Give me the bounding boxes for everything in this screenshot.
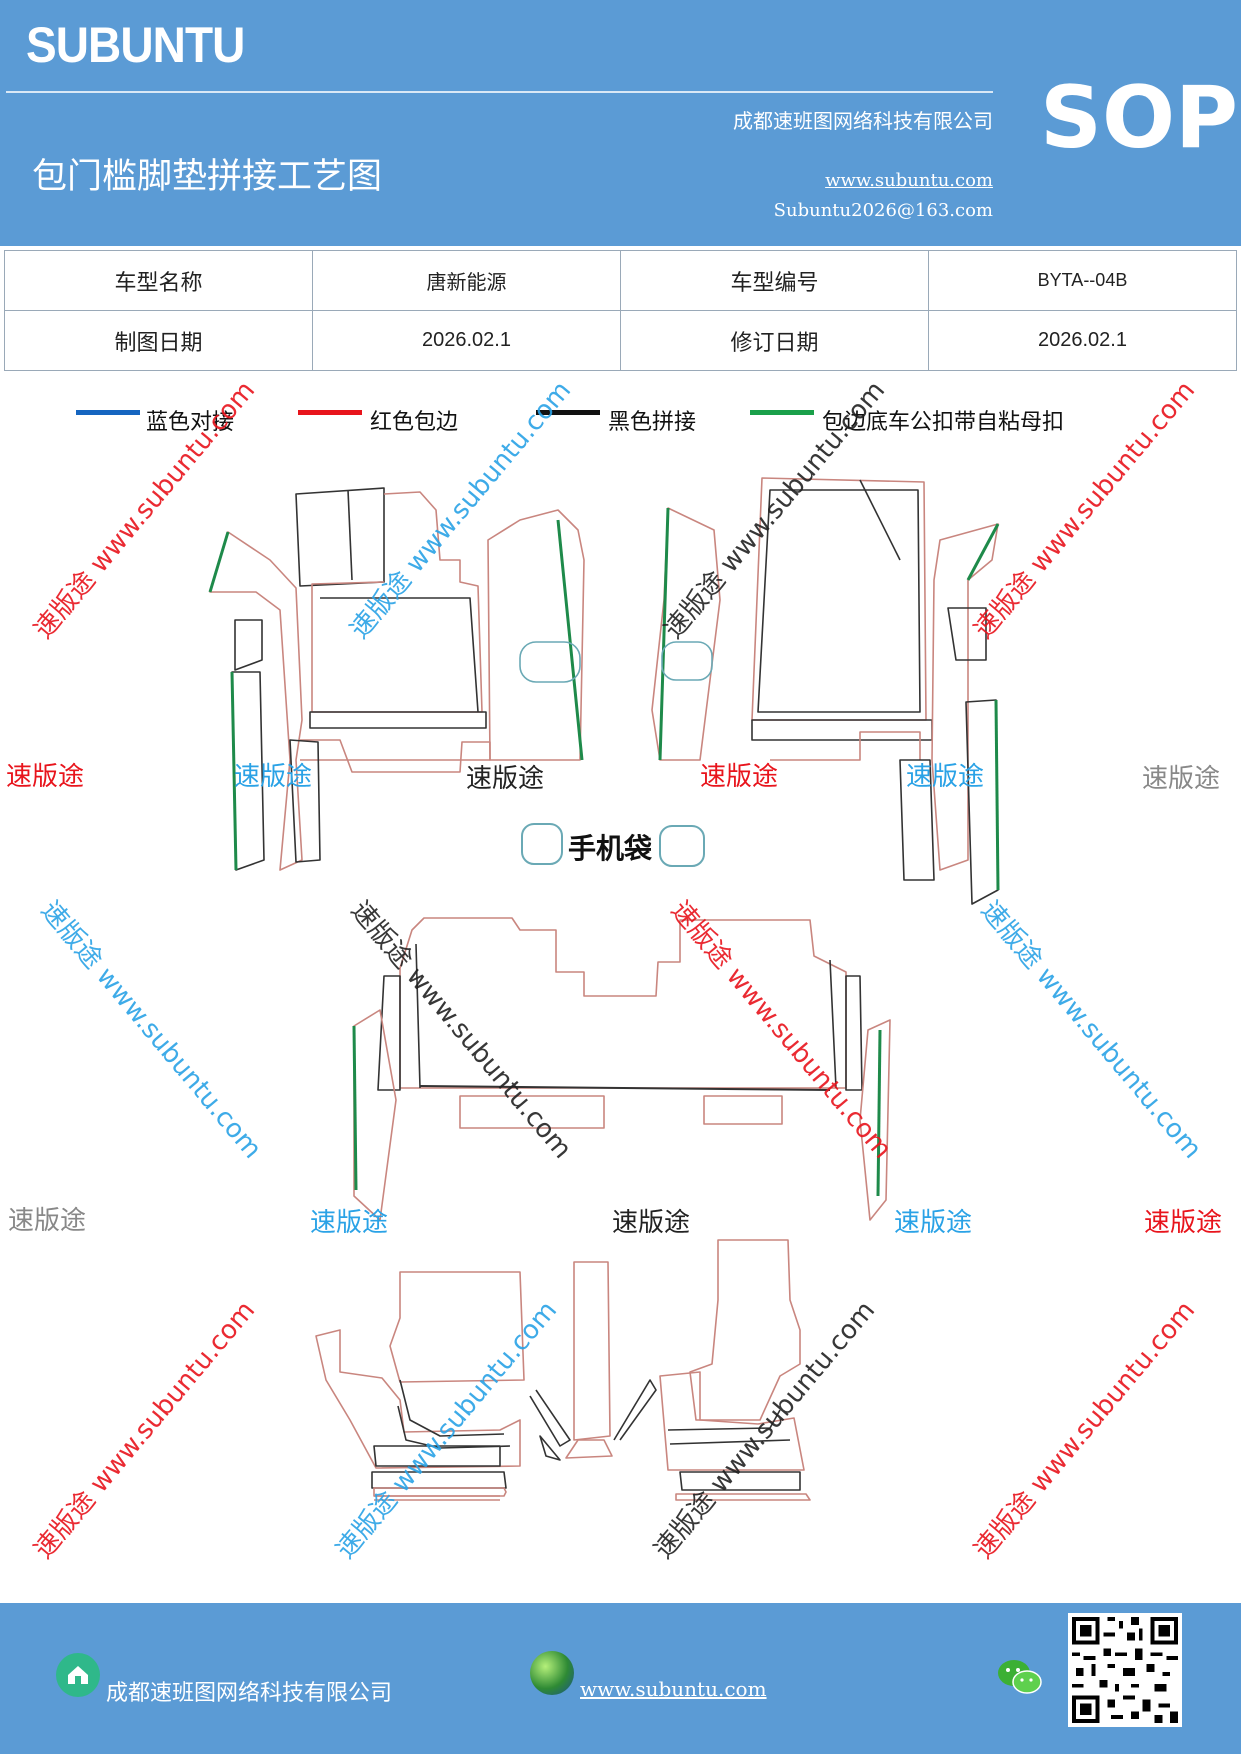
footer-company: 成都速班图网络科技有限公司 xyxy=(106,1681,393,1706)
company-name: 成都速班图网络科技有限公司 xyxy=(733,109,993,133)
footer-band: 成都速班图网络科技有限公司 www.subuntu.com xyxy=(0,1603,1241,1754)
value-revision-date: 2026.02.1 xyxy=(928,310,1237,371)
watermark: 速版途 xyxy=(1144,1208,1223,1238)
header-band: SUBUNTU SOP 包门槛脚垫拼接工艺图 成都速班图网络科技有限公司 www… xyxy=(0,0,1241,246)
label-model-code: 车型编号 xyxy=(620,250,929,311)
brand-logo: SUBUNTU xyxy=(26,17,245,73)
qr-code[interactable] xyxy=(1068,1613,1182,1727)
email-address: Subuntu2026@163.com xyxy=(773,200,993,221)
label-revision-date: 修订日期 xyxy=(620,310,929,371)
line-legend: 蓝色对接 红色包边 黑色拼接 包边底车公扣带自粘母扣 xyxy=(0,398,1241,438)
phone-bag-pieces xyxy=(521,823,705,867)
watermark: 速版途 xyxy=(466,764,545,794)
rear-floor-pieces xyxy=(352,917,891,1221)
legend-swatch xyxy=(76,410,140,415)
watermark: 速版途 xyxy=(8,1206,87,1236)
watermark: 速版途 xyxy=(310,1208,389,1238)
value-draw-date: 2026.02.1 xyxy=(312,310,621,371)
vehicle-info-table: 车型名称 唐新能源 车型编号 BYTA--04B 制图日期 2026.02.1 … xyxy=(4,250,1237,371)
watermark: 速版途 xyxy=(906,762,985,792)
legend-label: 蓝色对接 xyxy=(146,410,235,435)
mat-pattern-drawing: 手机袋 xyxy=(208,477,1000,1501)
legend-swatch xyxy=(536,410,600,415)
watermark: 速版途 xyxy=(700,762,779,792)
watermark: 速版途 xyxy=(234,762,313,792)
watermark: 速版途 xyxy=(894,1208,973,1238)
legend-label: 红色包边 xyxy=(370,410,459,435)
watermark: 速版途 xyxy=(1142,764,1221,794)
page-title: 包门槛脚垫拼接工艺图 xyxy=(32,157,383,197)
table-row: 制图日期 2026.02.1 修订日期 2026.02.1 xyxy=(4,310,1237,371)
legend-label: 包边底车公扣带自粘母扣 xyxy=(822,410,1065,435)
sop-badge: SOP xyxy=(1040,68,1239,168)
phone-bag-label: 手机袋 xyxy=(568,832,653,865)
header-divider xyxy=(6,91,993,93)
watermark: 速版途 xyxy=(6,762,85,792)
home-icon xyxy=(56,1653,100,1697)
front-left-pieces xyxy=(208,487,585,871)
legend-label: 黑色拼接 xyxy=(608,410,697,435)
label-draw-date: 制图日期 xyxy=(4,310,313,371)
front-right-pieces xyxy=(651,477,1000,905)
value-model-name: 唐新能源 xyxy=(312,250,621,311)
value-model-code: BYTA--04B xyxy=(928,250,1237,311)
legend-swatch xyxy=(750,410,814,415)
website-link[interactable]: www.subuntu.com xyxy=(825,170,993,191)
legend-swatch xyxy=(298,410,362,415)
table-row: 车型名称 唐新能源 车型编号 BYTA--04B xyxy=(4,250,1237,311)
wechat-icon[interactable] xyxy=(996,1655,1044,1699)
watermark: 速版途 xyxy=(612,1208,691,1238)
footer-website-link[interactable]: www.subuntu.com xyxy=(580,1677,767,1701)
third-row-pieces xyxy=(315,1239,811,1501)
globe-icon xyxy=(530,1651,574,1695)
label-model-name: 车型名称 xyxy=(4,250,313,311)
